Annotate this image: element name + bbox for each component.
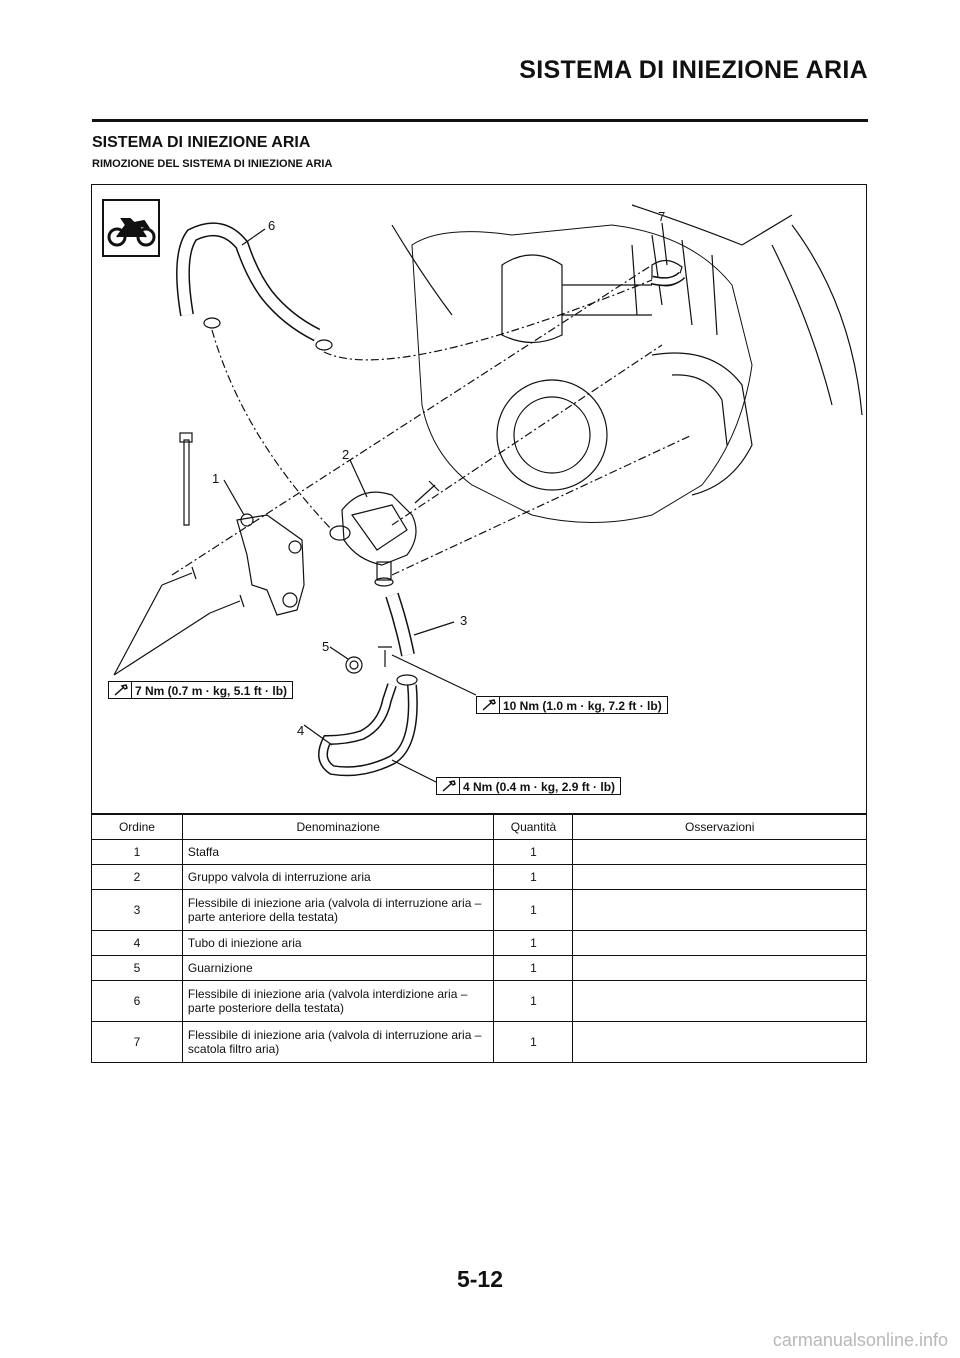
callout-2: 2 — [342, 447, 350, 462]
column-header-name: Denominazione — [181, 814, 495, 840]
callout-5: 5 — [322, 639, 330, 654]
cell-notes — [572, 864, 867, 890]
table-row: 7 Flessibile di iniezione aria (valvola … — [91, 1021, 867, 1063]
cell-quantity: 1 — [493, 889, 574, 931]
cell-quantity: 1 — [493, 1021, 574, 1063]
cell-notes — [572, 930, 867, 956]
cell-order: 6 — [91, 980, 183, 1022]
cell-quantity: 1 — [493, 955, 574, 981]
motorcycle-icon — [102, 199, 160, 257]
cell-quantity: 1 — [493, 980, 574, 1022]
cell-order: 3 — [91, 889, 183, 931]
table-row: 6 Flessibile di iniezione aria (valvola … — [91, 980, 867, 1022]
cell-order: 4 — [91, 930, 183, 956]
cell-notes — [572, 980, 867, 1022]
torque-value-left: 7 Nm (0.7 m · kg, 5.1 ft · lb) — [135, 684, 288, 698]
cell-quantity: 1 — [493, 839, 574, 865]
cell-name: Guarnizione — [181, 955, 495, 981]
cell-quantity: 1 — [493, 930, 574, 956]
cell-name: Gruppo valvola di interruzione aria — [181, 864, 495, 890]
cell-order: 2 — [91, 864, 183, 890]
torque-value-right: 10 Nm (1.0 m · kg, 7.2 ft · lb) — [503, 699, 662, 713]
callout-6: 6 — [268, 218, 276, 233]
column-header-notes: Osservazioni — [572, 814, 867, 840]
torque-label-pipe-bolt: 10 Nm (1.0 m · kg, 7.2 ft · lb) — [476, 696, 668, 714]
callout-7: 7 — [658, 209, 666, 224]
cell-name: Flessibile di iniezione aria (valvola in… — [181, 980, 495, 1022]
callout-3: 3 — [460, 613, 468, 628]
cell-name: Flessibile di iniezione aria (valvola di… — [181, 1021, 495, 1063]
cell-order: 7 — [91, 1021, 183, 1063]
cell-quantity: 1 — [493, 864, 574, 890]
wrench-icon — [442, 780, 456, 792]
header-rule — [92, 119, 868, 122]
diagram-illustration — [113, 204, 863, 786]
table-row: 3 Flessibile di iniezione aria (valvola … — [91, 889, 867, 931]
torque-separator — [131, 682, 132, 698]
table-row: 1 Staffa 1 — [91, 839, 867, 865]
table-row: 5 Guarnizione 1 — [91, 955, 867, 981]
column-header-quantity: Quantità — [493, 814, 574, 840]
torque-separator — [499, 697, 500, 713]
torque-separator — [459, 778, 460, 794]
cell-name: Tubo di iniezione aria — [181, 930, 495, 956]
cell-notes — [572, 955, 867, 981]
torque-label-pipe-clamp: 4 Nm (0.4 m · kg, 2.9 ft · lb) — [436, 777, 622, 795]
cell-order: 5 — [91, 955, 183, 981]
exploded-diagram: 1 2 3 4 5 6 7 7 Nm (0.7 m · kg, 5.1 ft ·… — [91, 184, 867, 814]
page-number: 5-12 — [456, 1266, 504, 1292]
parts-table: Ordine Denominazione Quantità Osservazio… — [91, 814, 867, 1063]
callout-1: 1 — [212, 471, 220, 486]
cell-notes — [572, 1021, 867, 1063]
table-row: 4 Tubo di iniezione aria 1 — [91, 930, 867, 956]
cell-name: Staffa — [181, 839, 495, 865]
callout-4: 4 — [297, 723, 305, 738]
torque-value-bottom: 4 Nm (0.4 m · kg, 2.9 ft · lb) — [463, 780, 616, 794]
watermark: carmanualsonline.info — [772, 1330, 948, 1350]
section-title: SISTEMA DI INIEZIONE ARIA — [92, 134, 311, 151]
page-header-title: SISTEMA DI INIEZIONE ARIA — [519, 56, 868, 84]
section-subtitle: RIMOZIONE DEL SISTEMA DI INIEZIONE ARIA — [92, 158, 333, 170]
cell-order: 1 — [91, 839, 183, 865]
cell-name: Flessibile di iniezione aria (valvola di… — [181, 889, 495, 931]
table-header-row: Ordine Denominazione Quantità Osservazio… — [91, 814, 867, 840]
wrench-icon — [482, 699, 496, 711]
cell-notes — [572, 889, 867, 931]
cell-notes — [572, 839, 867, 865]
column-header-order: Ordine — [91, 814, 183, 840]
table-row: 2 Gruppo valvola di interruzione aria 1 — [91, 864, 867, 890]
torque-label-bracket-bolts: 7 Nm (0.7 m · kg, 5.1 ft · lb) — [108, 681, 294, 699]
wrench-icon — [114, 684, 128, 696]
